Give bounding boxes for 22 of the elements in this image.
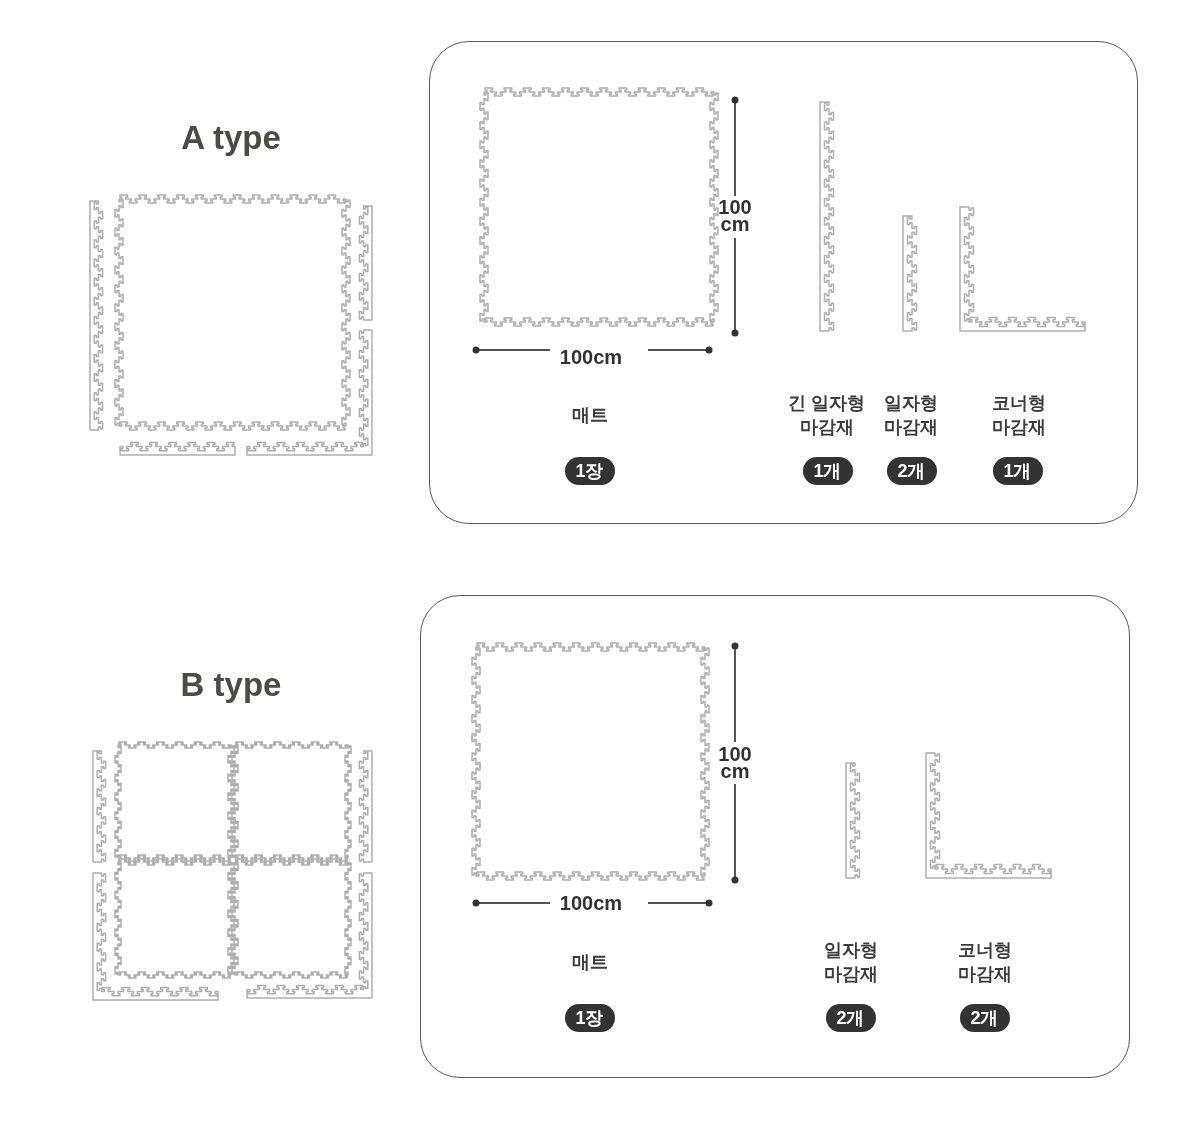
part-name: 일자형 마감재 xyxy=(882,391,939,439)
count-badge: 2개 xyxy=(825,1003,876,1032)
count-badge: 1장 xyxy=(564,1003,615,1032)
count-badge: 1장 xyxy=(564,456,615,485)
count-badge: 1개 xyxy=(992,456,1043,485)
part-name: 매트 xyxy=(570,403,609,427)
part-name: 코너형 마감재 xyxy=(956,938,1013,986)
part-name: 매트 xyxy=(570,950,609,974)
parts-panel xyxy=(429,41,1138,524)
count-badge: 1개 xyxy=(802,456,853,485)
parts-panel xyxy=(420,595,1130,1078)
section-heading: A type xyxy=(181,119,281,157)
count-badge: 2개 xyxy=(886,456,937,485)
dimension-label: 100 cm xyxy=(717,199,753,233)
dimension-label: 100cm xyxy=(559,891,623,915)
part-name: 일자형 마감재 xyxy=(822,938,879,986)
dimension-label: 100 cm xyxy=(717,746,753,780)
section-heading: B type xyxy=(180,666,282,704)
part-name: 긴 일자형 마감재 xyxy=(787,391,866,439)
count-badge: 2개 xyxy=(959,1003,1010,1032)
part-name: 코너형 마감재 xyxy=(990,391,1047,439)
dimension-label: 100cm xyxy=(559,345,623,369)
